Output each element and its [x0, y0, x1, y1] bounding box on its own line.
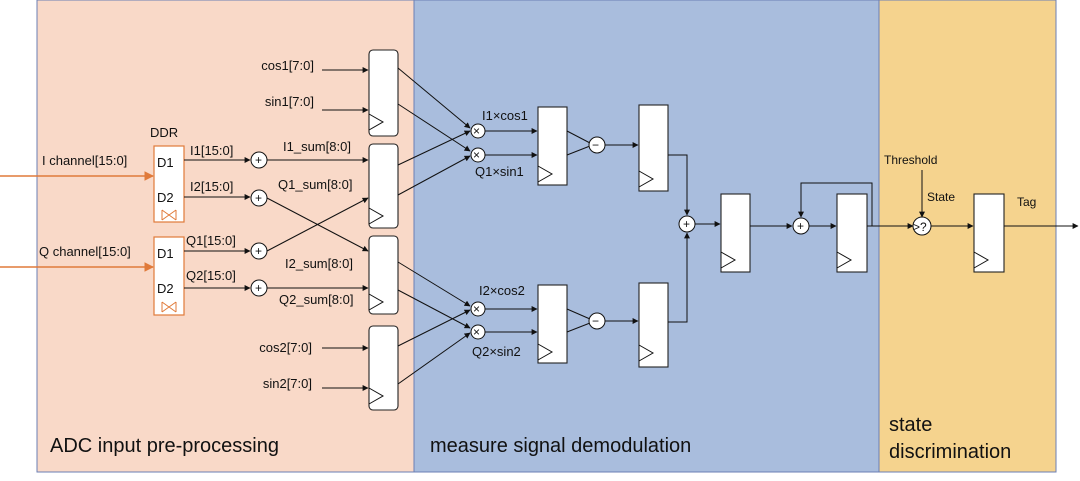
svg-text:×: × [473, 302, 480, 316]
q-channel-label: Q channel[15:0] [39, 244, 131, 259]
svg-text:×: × [473, 325, 480, 339]
state-section-bg [878, 0, 1057, 473]
ddr-i-block [153, 145, 185, 223]
ddr-i-d1: D1 [157, 155, 174, 170]
sin2-label: sin2[7:0] [263, 376, 312, 391]
subtractor-2: − [588, 312, 606, 330]
svg-text:+: + [255, 244, 262, 258]
demod-section-label: measure signal demodulation [430, 435, 691, 457]
ddr-i-d2: D2 [157, 190, 174, 205]
register-combined [720, 193, 751, 273]
register-diff-2 [638, 282, 669, 368]
adder-q1: + [250, 242, 268, 260]
i-channel-label: I channel[15:0] [42, 153, 127, 168]
accumulator-feedback [798, 182, 873, 227]
i1cos1-label: I1×cos1 [482, 108, 528, 123]
tag-label: Tag [1017, 195, 1036, 209]
ddr-i-clock-icon [161, 209, 177, 221]
cos2-label: cos2[7:0] [259, 340, 312, 355]
svg-text:+: + [797, 219, 804, 233]
state-label: State [927, 190, 955, 204]
cos1-label: cos1[7:0] [261, 58, 314, 73]
adder-i1: + [250, 151, 268, 169]
adc-section-bg [36, 0, 415, 473]
q2-sum-label: Q2_sum[8:0] [279, 292, 353, 307]
register-cos1-sin1 [368, 49, 399, 137]
register-sum1 [368, 143, 399, 229]
register-sum2 [368, 235, 399, 315]
adc-section-label: ADC input pre-processing [50, 435, 279, 457]
multiplier-q2sin2: × [470, 324, 486, 340]
multiplier-i1cos1: × [470, 123, 486, 139]
q1-sum-label: Q1_sum[8:0] [278, 177, 352, 192]
combining-adder: + [678, 215, 696, 233]
svg-text:×: × [473, 124, 480, 138]
svg-text:+: + [255, 191, 262, 205]
accumulator-adder: + [792, 217, 810, 235]
q2-label: Q2[15:0] [186, 268, 236, 283]
svg-text:>?: >? [913, 220, 927, 234]
comparator: >? [912, 216, 932, 236]
svg-text:+: + [255, 281, 262, 295]
register-diff-1 [638, 104, 669, 192]
svg-text:+: + [255, 153, 262, 167]
register-products-1 [537, 106, 568, 186]
ddr-q-d2: D2 [157, 281, 174, 296]
register-cos2-sin2 [368, 325, 399, 411]
demod-section-bg [413, 0, 880, 473]
subtractor-1: − [588, 136, 606, 154]
state-section-label-2: discrimination [889, 441, 1011, 463]
threshold-label: Threshold [884, 153, 937, 167]
ddr-q-block [153, 236, 185, 316]
svg-text:+: + [683, 217, 690, 231]
i2-label: I2[15:0] [190, 179, 233, 194]
adder-i2: + [250, 189, 268, 207]
register-accumulator [836, 193, 868, 273]
multiplier-q1sin1: × [470, 147, 486, 163]
i2cos2-label: I2×cos2 [479, 283, 525, 298]
q1sin1-label: Q1×sin1 [475, 164, 524, 179]
q1-label: Q1[15:0] [186, 233, 236, 248]
ddr-q-clock-icon [161, 301, 177, 313]
state-section-label-1: state [889, 414, 932, 436]
multiplier-i2cos2: × [470, 301, 486, 317]
register-products-2 [537, 284, 568, 364]
register-tag [973, 193, 1005, 273]
i1-sum-label: I1_sum[8:0] [283, 139, 351, 154]
svg-text:−: − [592, 138, 599, 152]
svg-text:−: − [592, 314, 599, 328]
sin1-label: sin1[7:0] [265, 94, 314, 109]
i2-sum-label: I2_sum[8:0] [285, 256, 353, 271]
ddr-q-d1: D1 [157, 246, 174, 261]
q2sin2-label: Q2×sin2 [472, 344, 521, 359]
adder-q2: + [250, 279, 268, 297]
svg-text:×: × [473, 148, 480, 162]
ddr-title: DDR [150, 125, 178, 140]
i1-label: I1[15:0] [190, 143, 233, 158]
